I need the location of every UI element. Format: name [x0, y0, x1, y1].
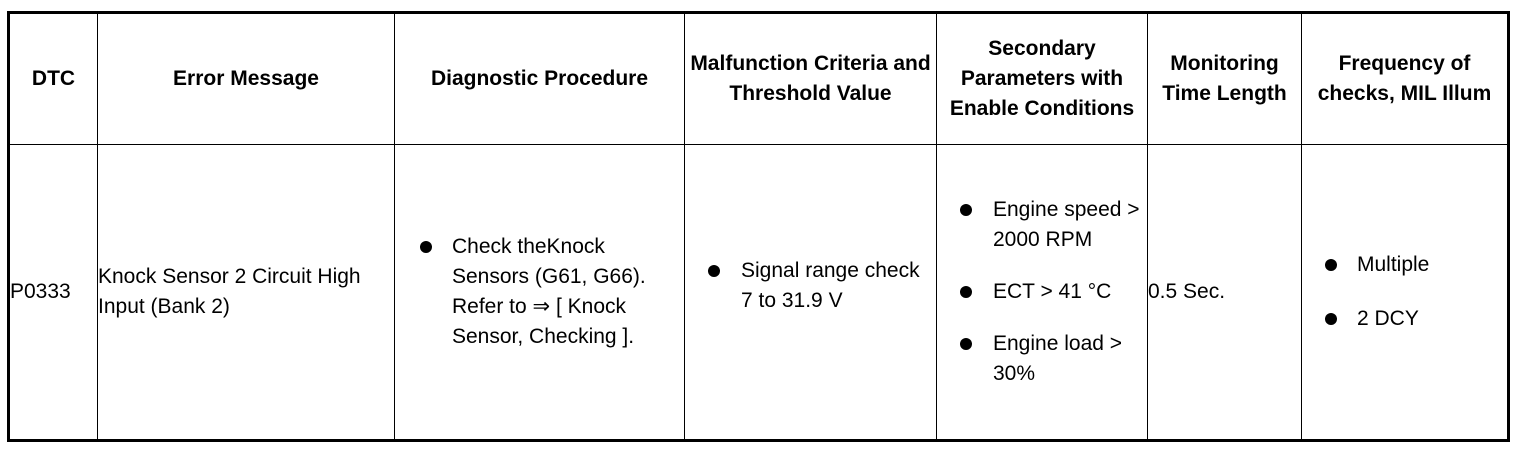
frequency-list: Multiple 2 DCY	[1302, 250, 1507, 334]
list-item: Multiple	[1325, 250, 1507, 280]
dtc-code-cell: P0333	[8, 144, 98, 441]
procedure-text: Check theKnock Sensors (G61, G66). Refer…	[452, 235, 646, 348]
list-item: Engine speed > 2000 RPM	[960, 195, 1143, 255]
header-row: DTC Error Message Diagnostic Procedure M…	[8, 12, 1509, 145]
bullet-icon	[1325, 259, 1337, 271]
malfunction-criteria-cell: Signal range check 7 to 31.9 V	[684, 144, 937, 441]
bullet-icon	[960, 286, 972, 298]
bullet-icon	[960, 338, 972, 350]
bullet-icon	[1325, 313, 1337, 325]
bullet-icon	[420, 241, 432, 253]
frequency-cell: Multiple 2 DCY	[1301, 144, 1509, 441]
parameter-text: Engine speed > 2000 RPM	[993, 198, 1140, 251]
dtc-table: DTC Error Message Diagnostic Procedure M…	[7, 11, 1510, 442]
secondary-parameters-cell: Engine speed > 2000 RPM ECT > 41 °C Engi…	[936, 144, 1148, 441]
list-item: Signal range check 7 to 31.9 V	[708, 256, 928, 316]
list-item: Engine load > 30%	[960, 329, 1143, 389]
header-malfunction-criteria: Malfunction Criteria and Threshold Value	[684, 12, 937, 145]
list-item: ECT > 41 °C	[960, 277, 1143, 307]
frequency-text: 2 DCY	[1357, 307, 1419, 330]
header-error-message: Error Message	[97, 12, 395, 145]
header-secondary-parameters: Secondary Parameters with Enable Conditi…	[936, 12, 1148, 145]
frequency-text: Multiple	[1357, 253, 1430, 276]
header-frequency: Frequency of checks, MIL Illum	[1301, 12, 1509, 145]
bullet-icon	[708, 265, 720, 277]
list-item: Check theKnock Sensors (G61, G66). Refer…	[420, 232, 676, 352]
diagnostic-procedure-cell: Check theKnock Sensors (G61, G66). Refer…	[394, 144, 685, 441]
parameter-text: ECT > 41 °C	[993, 280, 1112, 303]
list-item: 2 DCY	[1325, 304, 1507, 334]
header-dtc: DTC	[8, 12, 98, 145]
procedure-list: Check theKnock Sensors (G61, G66). Refer…	[395, 232, 684, 352]
table-row: P0333 Knock Sensor 2 Circuit High Input …	[8, 144, 1509, 441]
criteria-list: Signal range check 7 to 31.9 V	[685, 259, 936, 322]
header-monitoring-time: Monitoring Time Length	[1147, 12, 1302, 145]
parameters-list: Engine speed > 2000 RPM ECT > 41 °C Engi…	[937, 195, 1147, 389]
error-message-cell: Knock Sensor 2 Circuit High Input (Bank …	[97, 144, 395, 441]
header-diagnostic-procedure: Diagnostic Procedure	[394, 12, 685, 145]
parameter-text: Engine load > 30%	[993, 332, 1123, 385]
bullet-icon	[960, 204, 972, 216]
monitoring-time-cell: 0.5 Sec.	[1147, 144, 1302, 441]
criteria-text: Signal range check 7 to 31.9 V	[741, 259, 920, 312]
